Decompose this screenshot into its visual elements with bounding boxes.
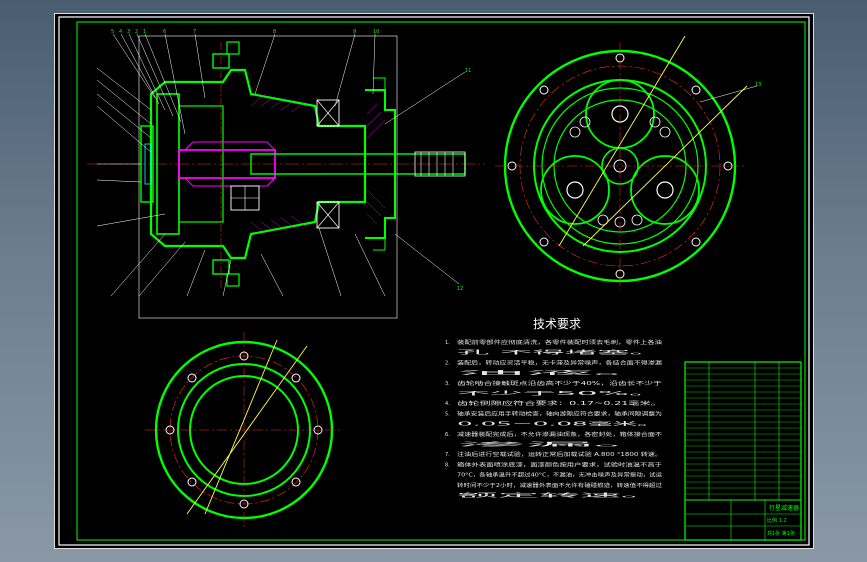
requirement-number: 8. [445, 462, 450, 468]
requirement-number: 1. [445, 340, 450, 346]
requirement-line: 齿轮侧隙应符合要求：0.17~0.21毫米。 [457, 400, 662, 407]
svg-text:10: 10 [373, 29, 379, 35]
tech-title: 技术要求 [533, 317, 581, 331]
outer-frame [58, 16, 810, 546]
requirement-number: 7. [445, 452, 450, 458]
requirement-line: 渗漏。 [457, 441, 662, 448]
requirement-line: 注油后进行空载试验，运转正常后加载试验 A.800 °1800 转速。 [457, 451, 662, 458]
requirement-number: 6. [445, 432, 450, 438]
requirement-number: 4. [445, 401, 450, 407]
requirement-line: 齿轮啮合接触斑点沿齿高不少于40%，沿齿长不少于 [457, 380, 662, 387]
requirement-line: 箱体外表面喷涂底漆，面漆颜色按用户要求，试验时油温不高于 [457, 461, 662, 468]
requirement-line: 减速器装配完成后，不允许渗漏油现象，各密封处，箱体接合面不 [457, 431, 662, 438]
svg-text:7: 7 [193, 29, 196, 35]
svg-text:6: 6 [163, 29, 166, 35]
inner-frame [76, 21, 806, 541]
requirement-line: 转时间不少于2小时，减速器外表面不允许有磕碰痕迹，转速值不得超过 [457, 482, 662, 489]
requirement-number: 2. [445, 360, 450, 366]
flange-view [145, 332, 343, 528]
requirement-line: 0.05~0.08毫米。 [457, 421, 662, 428]
end-view: 13 [495, 35, 761, 290]
requirement-line: 轴承安装后应用手转动检查，轴向游隙应符合要求，轴承间隙调整为 [457, 410, 662, 417]
svg-text:5: 5 [111, 29, 114, 35]
svg-text:2: 2 [135, 29, 138, 35]
requirement-number: 3. [445, 381, 450, 387]
sheet-label: 共1张 第1张 [767, 530, 795, 537]
svg-text:13: 13 [755, 82, 761, 88]
parts-list [685, 367, 801, 501]
title-block: 行星减速器 比例 1:2 共1张 第1张 [684, 361, 802, 541]
requirement-line: 油液。 [457, 370, 662, 377]
requirement-line: 孔 不得堵塞。 [457, 349, 662, 356]
svg-text:11: 11 [465, 68, 471, 74]
requirement-line: 不少于50%。 [457, 391, 662, 397]
requirement-line: 额定转速。 [457, 492, 662, 499]
svg-text:4: 4 [119, 29, 122, 35]
svg-text:12: 12 [457, 286, 463, 292]
svg-text:8: 8 [273, 29, 276, 35]
requirement-line: 装配前零部件应彻底清洗，各零件装配时须去毛刺，零件上各油 [457, 339, 662, 346]
part-name: 行星减速器 [769, 504, 799, 512]
scale-label: 比例 1:2 [767, 517, 787, 524]
svg-text:3: 3 [127, 29, 130, 35]
requirement-line: 70°C，各轴承温升不超过40°C，不漏油，无冲击噪声及异常振动，试运 [457, 472, 662, 479]
requirement-number: 5. [445, 411, 450, 417]
requirement-line: 装配后，转动应灵活平稳，无卡滞及异常噪声，各结合面不得渗漏 [457, 359, 662, 366]
svg-text:1: 1 [143, 29, 146, 35]
svg-text:9: 9 [353, 29, 356, 35]
